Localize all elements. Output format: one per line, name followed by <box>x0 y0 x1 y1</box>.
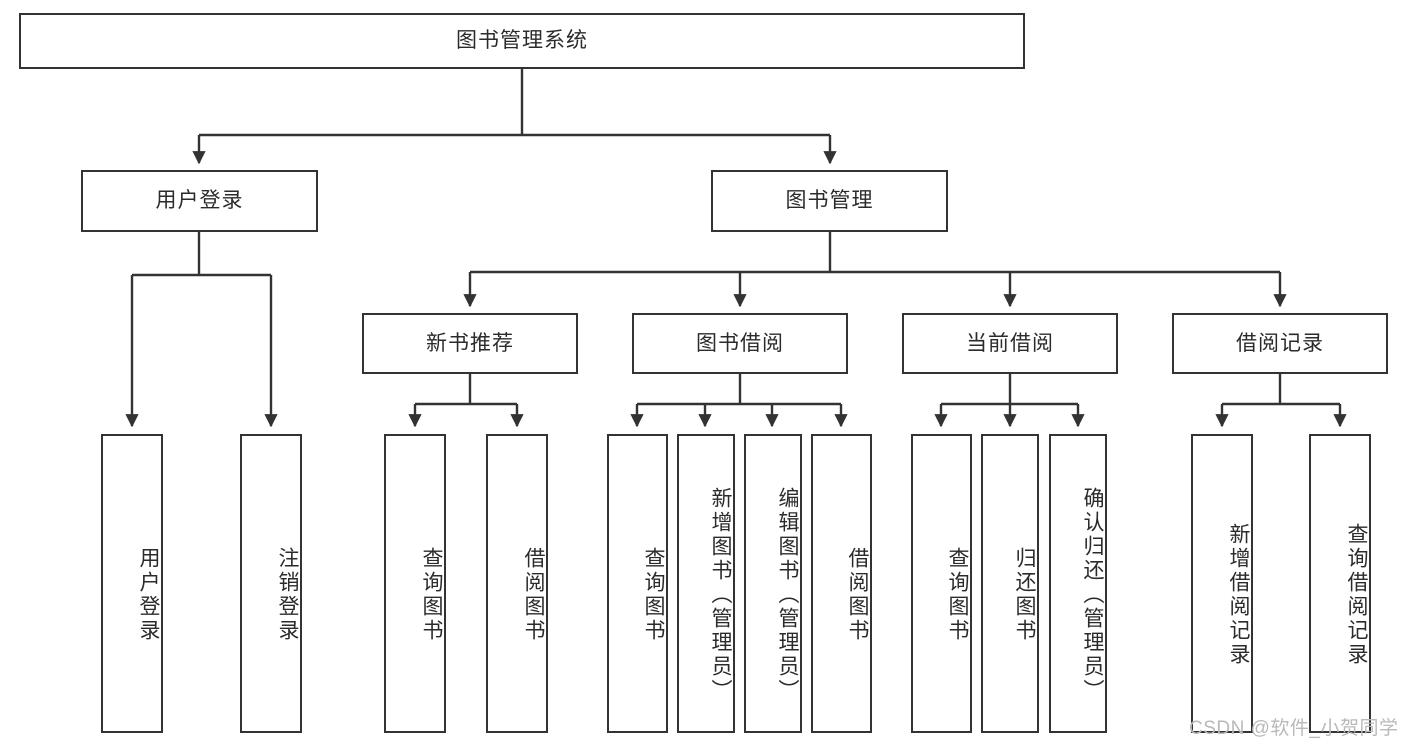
node-leaf-user-login-label: 用户登录 <box>137 546 160 643</box>
node-leaf-query-book-3-label: 查询图书 <box>946 546 969 643</box>
node-leaf-logout[interactable]: 注销登录 <box>240 434 302 733</box>
node-leaf-add-record-label: 新增借阅记录 <box>1227 522 1250 667</box>
node-leaf-edit-book-label: 编辑图书（管理员） <box>776 486 799 703</box>
node-book-borrow[interactable]: 图书借阅 <box>632 313 848 374</box>
node-current-borrow-label: 当前借阅 <box>966 331 1054 355</box>
csdn-watermark: CSDN @软件_小贺同学 <box>1189 718 1399 739</box>
node-leaf-return-book-label: 归还图书 <box>1013 546 1036 643</box>
node-leaf-borrow-book-1-label: 借阅图书 <box>522 546 545 643</box>
node-new-book-recommend[interactable]: 新书推荐 <box>362 313 578 374</box>
node-leaf-logout-label: 注销登录 <box>276 546 299 643</box>
node-new-book-recommend-label: 新书推荐 <box>426 331 514 355</box>
node-book-manage-label: 图书管理 <box>785 189 874 213</box>
node-leaf-borrow-book-2-label: 借阅图书 <box>846 546 869 643</box>
node-borrow-record-label: 借阅记录 <box>1236 331 1324 355</box>
node-leaf-query-book-1[interactable]: 查询图书 <box>384 434 446 733</box>
node-user-login[interactable]: 用户登录 <box>81 170 318 232</box>
node-leaf-borrow-book-1[interactable]: 借阅图书 <box>486 434 548 733</box>
node-leaf-query-book-3[interactable]: 查询图书 <box>911 434 972 733</box>
node-leaf-add-record[interactable]: 新增借阅记录 <box>1191 434 1253 733</box>
node-leaf-add-book-label: 新增图书（管理员） <box>709 486 732 703</box>
node-leaf-query-record[interactable]: 查询借阅记录 <box>1309 434 1371 733</box>
node-leaf-borrow-book-2[interactable]: 借阅图书 <box>811 434 872 733</box>
node-leaf-confirm-return[interactable]: 确认归还（管理员） <box>1049 434 1107 733</box>
node-book-borrow-label: 图书借阅 <box>696 331 784 355</box>
node-root-label: 图书管理系统 <box>456 29 588 53</box>
node-leaf-confirm-return-label: 确认归还（管理员） <box>1081 486 1104 703</box>
node-leaf-query-book-2[interactable]: 查询图书 <box>607 434 668 733</box>
node-leaf-query-record-label: 查询借阅记录 <box>1345 522 1368 667</box>
node-leaf-query-book-1-label: 查询图书 <box>420 546 443 643</box>
node-user-login-label: 用户登录 <box>155 189 244 213</box>
node-leaf-query-book-2-label: 查询图书 <box>642 546 665 643</box>
node-leaf-edit-book[interactable]: 编辑图书（管理员） <box>744 434 802 733</box>
node-leaf-add-book[interactable]: 新增图书（管理员） <box>677 434 735 733</box>
node-leaf-user-login[interactable]: 用户登录 <box>101 434 163 733</box>
node-borrow-record[interactable]: 借阅记录 <box>1172 313 1388 374</box>
node-leaf-return-book[interactable]: 归还图书 <box>981 434 1039 733</box>
node-current-borrow[interactable]: 当前借阅 <box>902 313 1118 374</box>
node-root[interactable]: 图书管理系统 <box>19 13 1025 69</box>
node-book-manage[interactable]: 图书管理 <box>711 170 948 232</box>
